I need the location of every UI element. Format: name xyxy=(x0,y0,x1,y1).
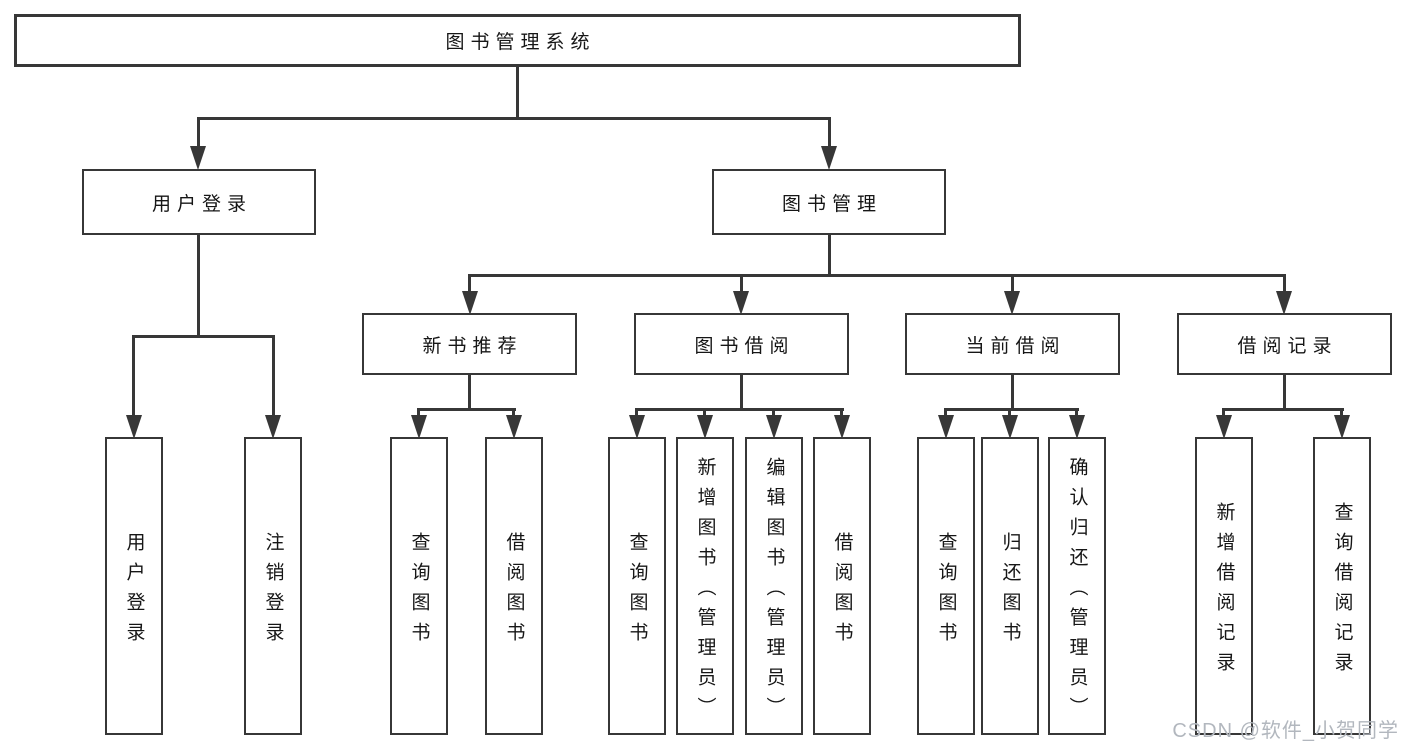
connector-line xyxy=(417,408,420,416)
connector-line xyxy=(468,274,471,294)
connector-line xyxy=(132,335,135,417)
connector-line xyxy=(635,408,638,416)
arrowhead-icon xyxy=(697,415,713,439)
connector-line xyxy=(740,373,743,410)
arrowhead-icon xyxy=(462,291,478,315)
node-book-borrowing: 图书借阅 xyxy=(634,313,849,375)
leaf-label: 归还图书 xyxy=(999,531,1021,652)
leaf-label: 用户登录 xyxy=(123,531,145,652)
connector-line xyxy=(944,408,947,416)
arrowhead-icon xyxy=(411,415,427,439)
node-new-book-recommend: 新书推荐 xyxy=(362,313,577,375)
connector-line xyxy=(828,117,831,150)
node-label: 借阅记录 xyxy=(1237,335,1338,357)
connector-line xyxy=(1008,408,1011,416)
connector-line xyxy=(197,117,200,150)
arrowhead-icon xyxy=(1276,291,1292,315)
leaf-borrow-books-recommend: 借阅图书 xyxy=(485,437,543,735)
leaf-label: 借阅图书 xyxy=(831,531,853,652)
arrowhead-icon xyxy=(1069,415,1085,439)
leaf-user-login: 用户登录 xyxy=(105,437,163,735)
connector-line xyxy=(1283,274,1286,294)
arrowhead-icon xyxy=(766,415,782,439)
arrowhead-icon xyxy=(506,415,522,439)
leaf-add-books-admin: 新增图书（管理员） xyxy=(676,437,734,735)
node-borrow-records: 借阅记录 xyxy=(1177,313,1392,375)
connector-line xyxy=(197,117,831,120)
leaf-logout: 注销登录 xyxy=(244,437,302,735)
leaf-query-books-recommend: 查询图书 xyxy=(390,437,448,735)
arrowhead-icon xyxy=(821,146,837,170)
node-book-management: 图书管理 xyxy=(712,169,946,235)
connector-line xyxy=(468,373,471,410)
connector-line xyxy=(417,408,516,411)
node-label: 图书借阅 xyxy=(694,335,795,357)
connector-line xyxy=(468,274,1286,277)
leaf-return-books: 归还图书 xyxy=(981,437,1039,735)
connector-line xyxy=(703,408,706,416)
leaf-borrow-books-borrowing: 借阅图书 xyxy=(813,437,871,735)
connector-line xyxy=(1222,408,1225,416)
leaf-label: 查询借阅记录 xyxy=(1331,501,1353,682)
connector-line xyxy=(840,408,843,416)
node-label: 新书推荐 xyxy=(422,335,523,357)
arrowhead-icon xyxy=(126,415,142,439)
leaf-label: 注销登录 xyxy=(262,531,284,652)
connector-line xyxy=(772,408,775,416)
connector-line xyxy=(740,274,743,294)
arrowhead-icon xyxy=(1002,415,1018,439)
arrowhead-icon xyxy=(265,415,281,439)
node-library-system: 图书管理系统 xyxy=(14,14,1021,67)
connector-line xyxy=(635,408,844,411)
leaf-label: 查询图书 xyxy=(935,531,957,652)
leaf-add-borrow-record: 新增借阅记录 xyxy=(1195,437,1253,735)
node-label: 图书管理 xyxy=(781,193,882,215)
leaf-label: 借阅图书 xyxy=(503,531,525,652)
connector-line xyxy=(197,233,200,337)
leaf-label: 新增图书（管理员） xyxy=(694,456,716,727)
leaf-label: 新增借阅记录 xyxy=(1213,501,1235,682)
connector-line xyxy=(1283,373,1286,410)
leaf-label: 确认归还（管理员） xyxy=(1066,456,1088,727)
arrowhead-icon xyxy=(938,415,954,439)
connector-line xyxy=(272,335,275,417)
connector-line xyxy=(516,66,519,119)
node-current-borrowing: 当前借阅 xyxy=(905,313,1120,375)
arrowhead-icon xyxy=(1004,291,1020,315)
connector-line xyxy=(1011,373,1014,410)
connector-line xyxy=(1222,408,1344,411)
leaf-query-books-borrowing: 查询图书 xyxy=(608,437,666,735)
arrowhead-icon xyxy=(834,415,850,439)
leaf-confirm-return-admin: 确认归还（管理员） xyxy=(1048,437,1106,735)
arrowhead-icon xyxy=(1334,415,1350,439)
arrowhead-icon xyxy=(1216,415,1232,439)
leaf-query-borrow-record: 查询借阅记录 xyxy=(1313,437,1371,735)
csdn-watermark: CSDN @软件_小贺同学 xyxy=(1172,720,1399,742)
leaf-label: 查询图书 xyxy=(626,531,648,652)
leaf-label: 查询图书 xyxy=(408,531,430,652)
node-label: 图书管理系统 xyxy=(445,32,596,53)
leaf-label: 编辑图书（管理员） xyxy=(763,456,785,727)
node-user-login: 用户登录 xyxy=(82,169,316,235)
node-label: 当前借阅 xyxy=(965,335,1066,357)
connector-line xyxy=(132,335,275,338)
connector-line xyxy=(944,408,1079,411)
arrowhead-icon xyxy=(190,146,206,170)
connector-line xyxy=(1011,274,1014,294)
connector-line xyxy=(1075,408,1078,416)
connector-line xyxy=(1340,408,1343,416)
arrowhead-icon xyxy=(629,415,645,439)
arrowhead-icon xyxy=(733,291,749,315)
leaf-edit-books-admin: 编辑图书（管理员） xyxy=(745,437,803,735)
connector-line xyxy=(512,408,515,416)
connector-line xyxy=(828,233,831,276)
node-label: 用户登录 xyxy=(151,193,252,215)
leaf-query-books-current: 查询图书 xyxy=(917,437,975,735)
